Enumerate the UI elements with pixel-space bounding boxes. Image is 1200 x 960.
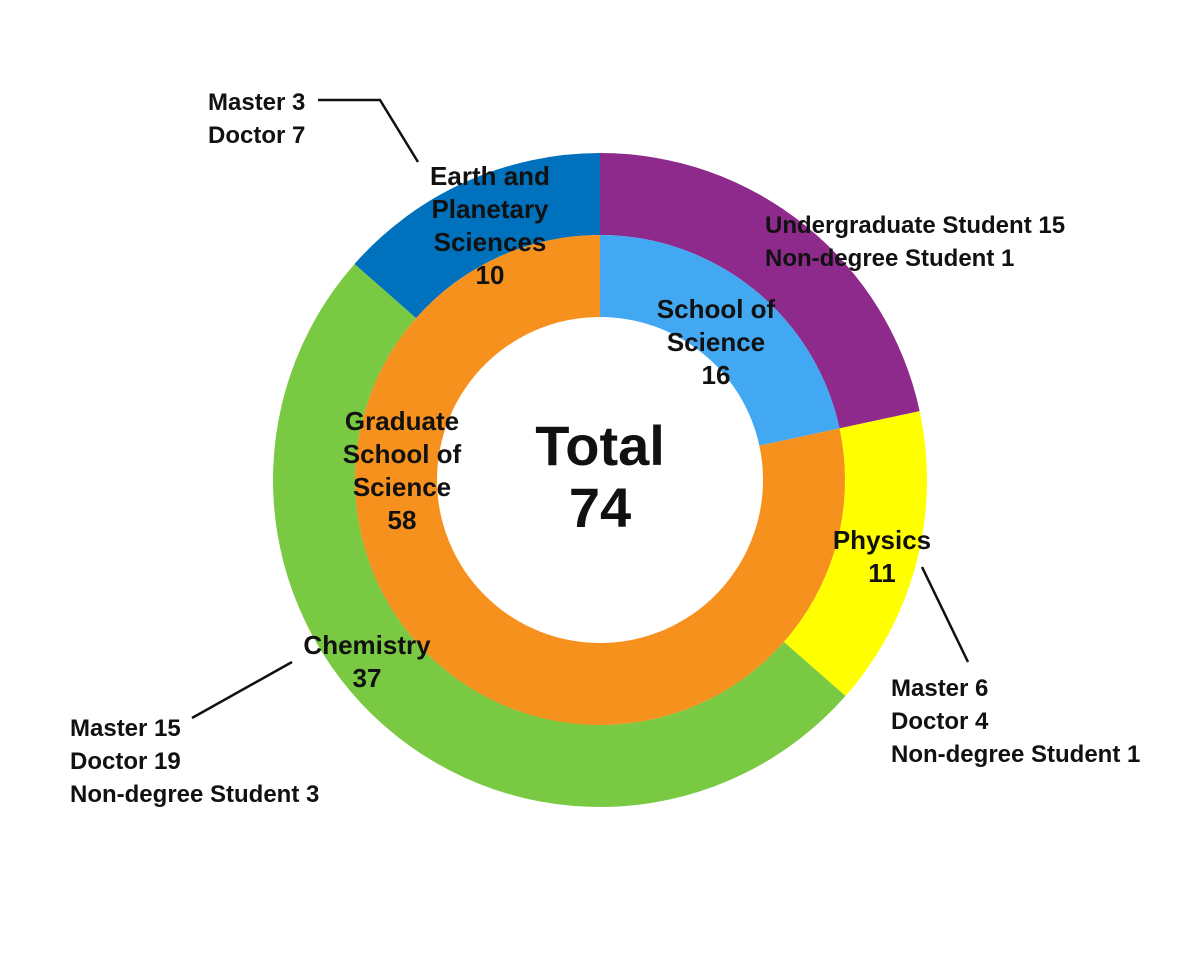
outer-ring [273,153,928,807]
center-total: Total 74 [535,414,665,539]
inner-ring [354,235,845,725]
outer-slice-chemistry [273,263,846,807]
leader-earth-and-planetary-sciences [318,98,420,163]
inner-slice-school-of-science [600,235,840,446]
leader-physics [920,566,970,663]
total-value: 74 [569,476,631,539]
outer-slice-earth-and-planetary-sciences [354,153,600,319]
leader-chemistry [191,660,293,720]
total-label: Total [535,414,665,477]
outer-slice-school-of-science [600,153,920,429]
inner-slice-graduate-school-of-science [354,235,845,725]
outer-slice-physics [783,411,928,697]
callout-leaders [191,98,970,720]
